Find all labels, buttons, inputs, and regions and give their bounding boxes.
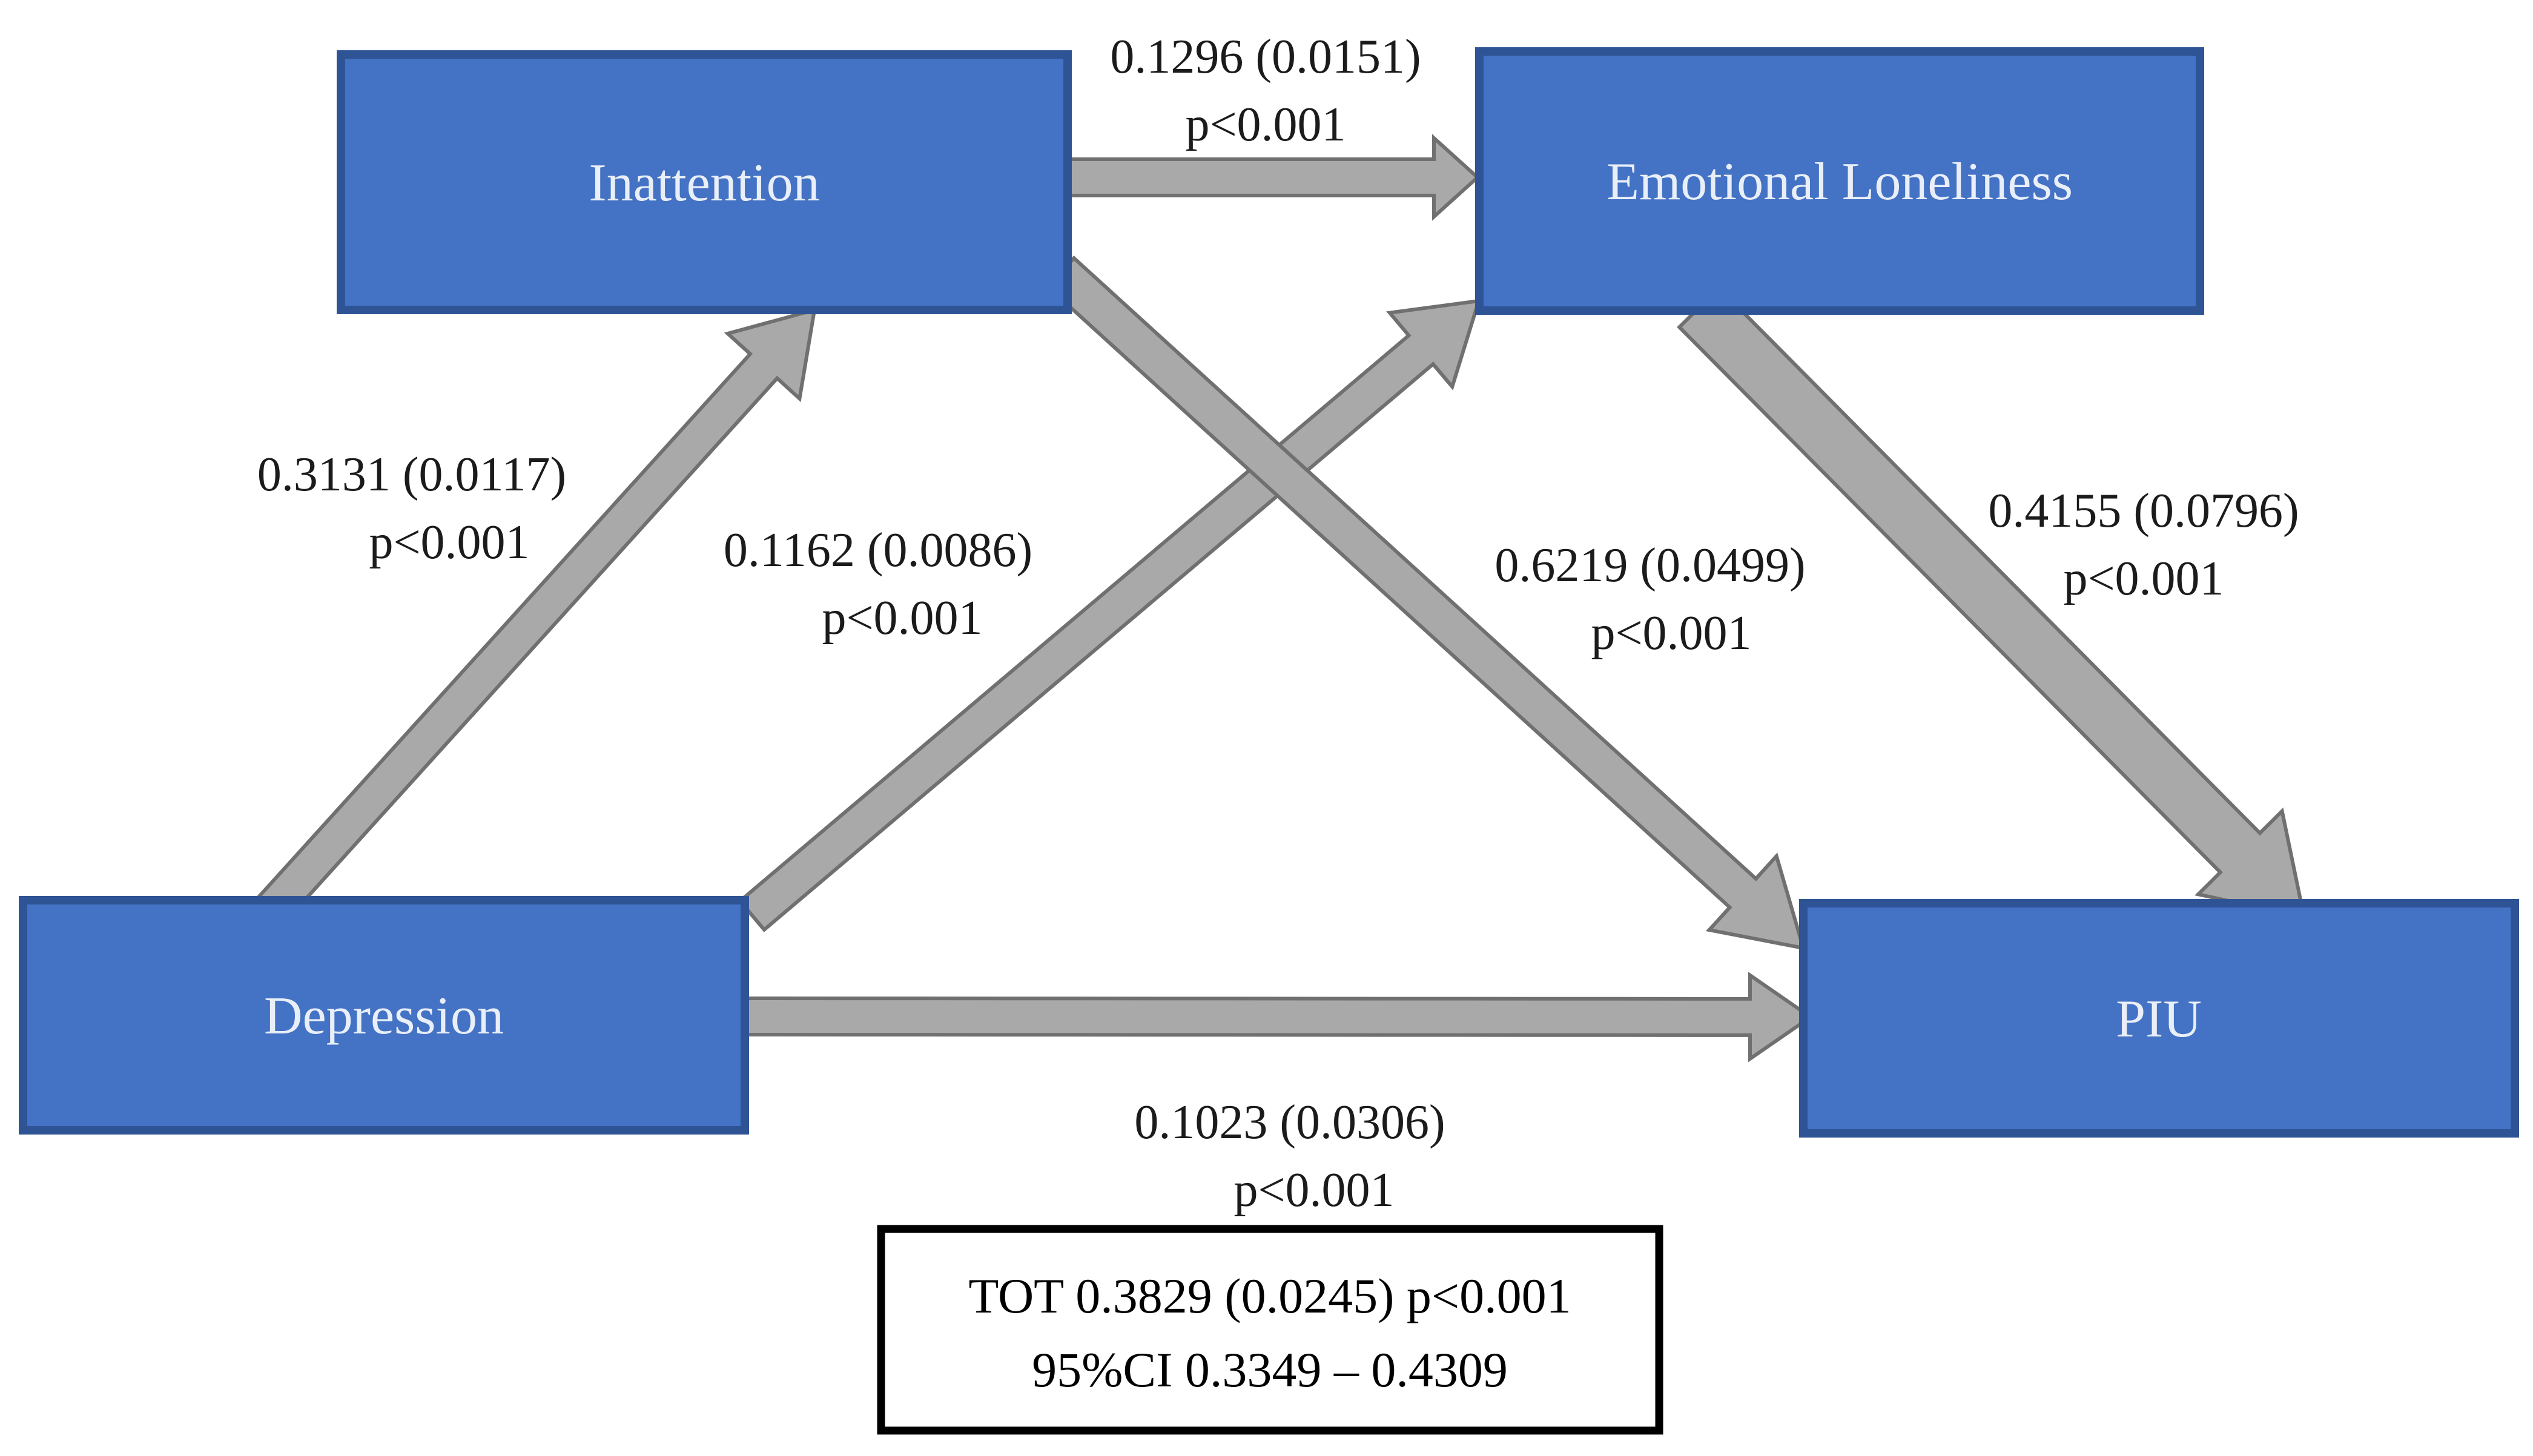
- nodes: Inattention Emotional Loneliness Depress…: [19, 47, 2519, 1138]
- label-depression-to-inattention: 0.3131 (0.0117) p<0.001: [257, 448, 566, 569]
- node-inattention-label: Inattention: [589, 154, 819, 212]
- node-depression: [19, 896, 749, 1135]
- label-depression-to-piu: 0.1023 (0.0306) p<0.001: [1134, 1096, 1445, 1217]
- path-labels: 0.3131 (0.0117) p<0.001 0.1296 (0.0151) …: [257, 30, 2299, 1217]
- node-depression-label: Depression: [264, 987, 504, 1046]
- label-inattention-to-piu: 0.6219 (0.0499) p<0.001: [1494, 539, 1805, 660]
- p-value-text: p<0.001: [369, 516, 529, 569]
- total-effect-border: [877, 1225, 1663, 1435]
- p-value-text: p<0.001: [1591, 607, 1751, 660]
- coefficient-text: 0.4155 (0.0796): [1988, 484, 2299, 538]
- label-depression-to-emotional-loneliness: 0.1162 (0.0086) p<0.001: [724, 524, 1032, 645]
- label-emotional-loneliness-to-piu: 0.4155 (0.0796) p<0.001: [1988, 484, 2299, 605]
- arrow-emotional-loneliness-to-piu: [1677, 285, 2307, 920]
- node-inattention: [337, 50, 1072, 314]
- path-arrows: [250, 134, 2307, 1062]
- coefficient-text: 0.1162 (0.0086): [724, 524, 1032, 577]
- p-value-text: p<0.001: [1233, 1164, 1394, 1217]
- total-effect-line2: 95%CI 0.3349 – 0.4309: [1032, 1342, 1508, 1397]
- p-value-text: p<0.001: [2063, 552, 2224, 605]
- total-effect-line1: TOT 0.3829 (0.0245) p<0.001: [968, 1268, 1571, 1323]
- arrow-inattention-to-emotional-loneliness: [1061, 134, 1481, 221]
- coefficient-text: 0.1296 (0.0151): [1110, 30, 1421, 84]
- coefficient-text: 0.6219 (0.0499): [1494, 539, 1805, 592]
- coefficient-text: 0.3131 (0.0117): [257, 448, 566, 501]
- label-inattention-to-emotional-loneliness: 0.1296 (0.0151) p<0.001: [1110, 30, 1421, 151]
- arrow-inattention-to-piu: [1045, 255, 1806, 950]
- arrow-depression-to-piu: [743, 972, 1814, 1062]
- arrow-depression-to-inattention: [250, 307, 817, 931]
- node-emotional-loneliness-label: Emotional Loneliness: [1607, 153, 2073, 211]
- node-piu-label: PIU: [2116, 990, 2202, 1049]
- p-value-text: p<0.001: [1185, 98, 1346, 151]
- node-piu: [1799, 899, 2519, 1138]
- node-emotional-loneliness: [1475, 47, 2204, 315]
- total-effect-box: TOT 0.3829 (0.0245) p<0.001 95%CI 0.3349…: [877, 1225, 1663, 1435]
- coefficient-text: 0.1023 (0.0306): [1134, 1096, 1445, 1149]
- p-value-text: p<0.001: [822, 591, 982, 645]
